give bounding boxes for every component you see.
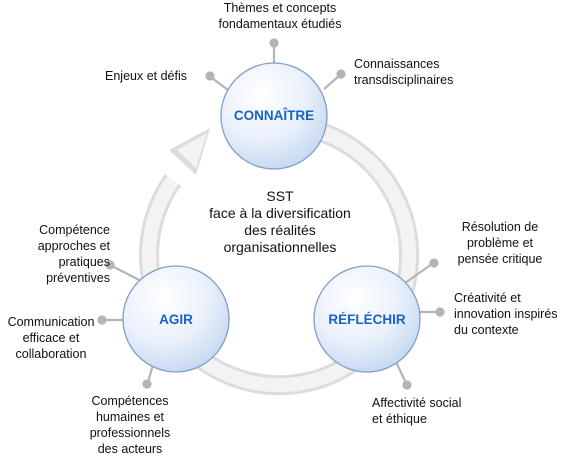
center-line-4: organisationnelles (223, 239, 337, 255)
label-enjeux: Enjeux et défis (105, 68, 187, 84)
label-competence-approches: Compétence approches et pratiques préven… (10, 222, 110, 286)
label-connaissances: Connaissances transdisciplinaires (354, 56, 453, 88)
flow-arrow-head (169, 128, 210, 175)
label-enjeux-line-1: Enjeux et défis (105, 69, 187, 83)
label-communication-line-3: collaboration (15, 347, 87, 361)
label-themes: Thèmes et concepts fondamentaux étudiés (190, 0, 370, 32)
label-creativite-line-3: du contexte (454, 323, 519, 337)
node-label-reflechir: RÉFLÉCHIR (328, 312, 406, 327)
label-affectivite-line-1: Affectivité social (372, 396, 462, 410)
node-agir (122, 265, 230, 373)
label-competences-humaines-line-3: professionnels (89, 426, 171, 440)
node-connaitre (220, 62, 328, 170)
label-competence-approches-line-1: Compétence (39, 223, 110, 237)
label-communication-line-2: efficace et (22, 331, 80, 345)
label-resolution-line-1: Résolution de (461, 220, 539, 234)
node-label-agir: AGIR (159, 312, 193, 327)
node-reflechir (313, 265, 421, 373)
label-resolution: Résolution de problème et pensée critiqu… (440, 219, 560, 267)
connector-lines (97, 38, 445, 390)
label-resolution-line-3: pensée critique (457, 252, 543, 266)
label-creativite: Créativité et innovation inspirés du con… (454, 290, 558, 338)
center-line-2: face à la diversification (209, 205, 351, 221)
label-communication-line-1: Communication (7, 315, 95, 329)
label-connaissances-line-1: Connaissances (354, 57, 440, 71)
label-creativite-line-1: Créativité et (454, 291, 521, 305)
label-competences-humaines-line-4: des acteurs (97, 442, 163, 456)
label-affectivite: Affectivité social et éthique (372, 395, 461, 427)
label-themes-line-1: Thèmes et concepts (223, 1, 337, 15)
label-competences-humaines: Compétences humaines et professionnels d… (70, 393, 190, 457)
label-competences-humaines-line-1: Compétences (91, 394, 169, 408)
center-line-1: SST (266, 188, 294, 204)
label-competences-humaines-line-2: humaines et (95, 410, 165, 424)
label-affectivite-line-2: et éthique (372, 412, 427, 426)
label-competence-approches-line-3: pratiques (58, 255, 110, 269)
label-competence-approches-line-4: préventives (46, 271, 110, 285)
label-communication: Communication efficace et collaboration (2, 314, 100, 362)
node-label-connaitre: CONNAÎTRE (233, 108, 315, 123)
label-resolution-line-2: problème et (466, 236, 533, 250)
center-line-3: des réalités (244, 222, 316, 238)
label-competence-approches-line-2: approches et (37, 239, 110, 253)
label-connaissances-line-2: transdisciplinaires (354, 73, 454, 87)
center-title: SST face à la diversification des réalit… (180, 188, 380, 256)
label-themes-line-2: fondamentaux étudiés (218, 17, 342, 31)
label-creativite-line-2: innovation inspirés (454, 307, 558, 321)
